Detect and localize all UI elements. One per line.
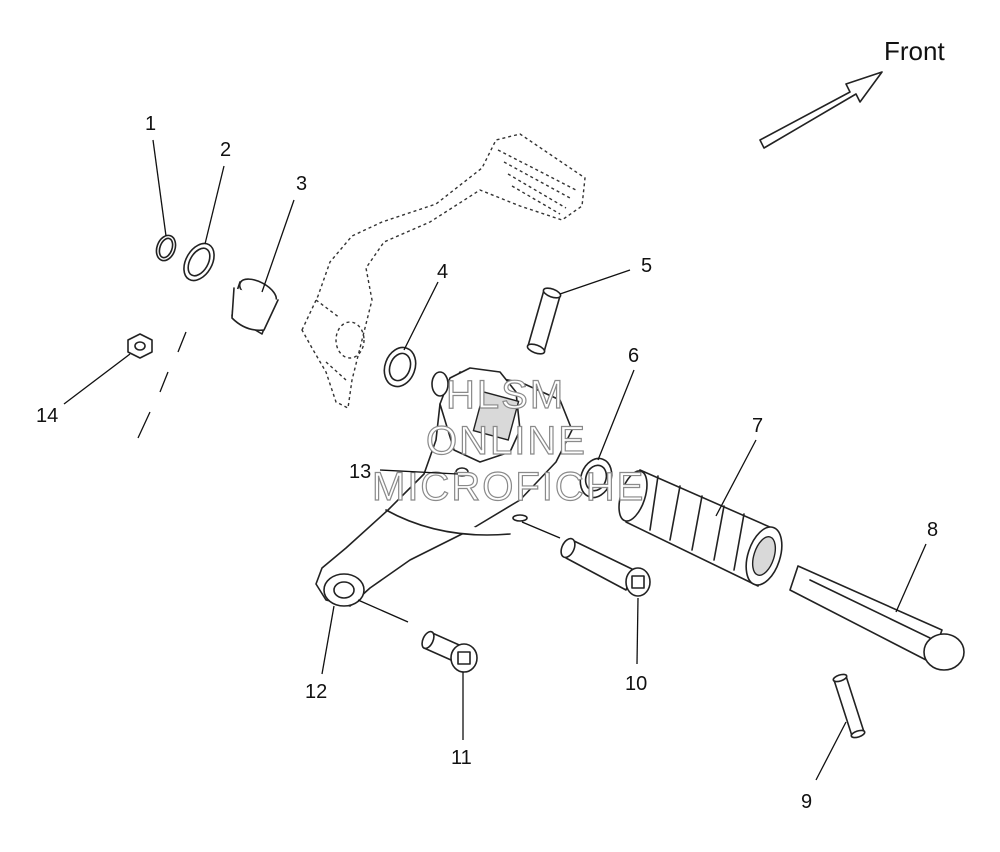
- callout-8: 8: [927, 519, 938, 541]
- callout-7: 7: [752, 415, 763, 437]
- pin-part: [526, 287, 562, 355]
- callout-5: 5: [641, 255, 652, 277]
- callout-14: 14: [36, 405, 58, 427]
- callout-1: 1: [145, 113, 156, 135]
- callout-13: 13: [349, 461, 371, 483]
- leader-lines: [63, 139, 927, 781]
- circlip-part: [155, 234, 177, 262]
- footrest-bracket-part: [315, 367, 573, 607]
- callout-9: 9: [801, 791, 812, 813]
- callout-10: 10: [625, 673, 647, 695]
- callout-3: 3: [296, 173, 307, 195]
- washer-part: [183, 242, 215, 282]
- spacer-washer-part: [579, 457, 613, 499]
- front-arrow-icon: [759, 71, 883, 149]
- callout-labels: 1 2 3 4 5 6 7 8 9 10 11 12 13 14: [36, 113, 938, 813]
- pedal-outline-part: [301, 133, 586, 410]
- bushing-part: [231, 278, 279, 335]
- callout-12: 12: [305, 681, 327, 703]
- callout-11: 11: [451, 747, 472, 769]
- nut-part: [127, 333, 153, 359]
- watermark-line-2: ONLINE: [426, 419, 587, 463]
- footrest-pin-part: [789, 565, 965, 671]
- watermark: HLSM ONLINE MICROFICHE: [371, 372, 644, 509]
- bolt-short-part: [421, 630, 478, 673]
- oring-part: [383, 346, 417, 388]
- watermark-line-1: HLSM: [446, 373, 565, 417]
- callout-6: 6: [628, 345, 639, 367]
- axis-lines: [137, 331, 561, 623]
- bolt-long-part: [560, 537, 651, 597]
- footpeg-rubber-part: [618, 469, 783, 587]
- front-label: Front: [884, 36, 945, 66]
- callout-2: 2: [220, 139, 231, 161]
- small-pin-part: [832, 673, 866, 739]
- callout-4: 4: [437, 261, 448, 283]
